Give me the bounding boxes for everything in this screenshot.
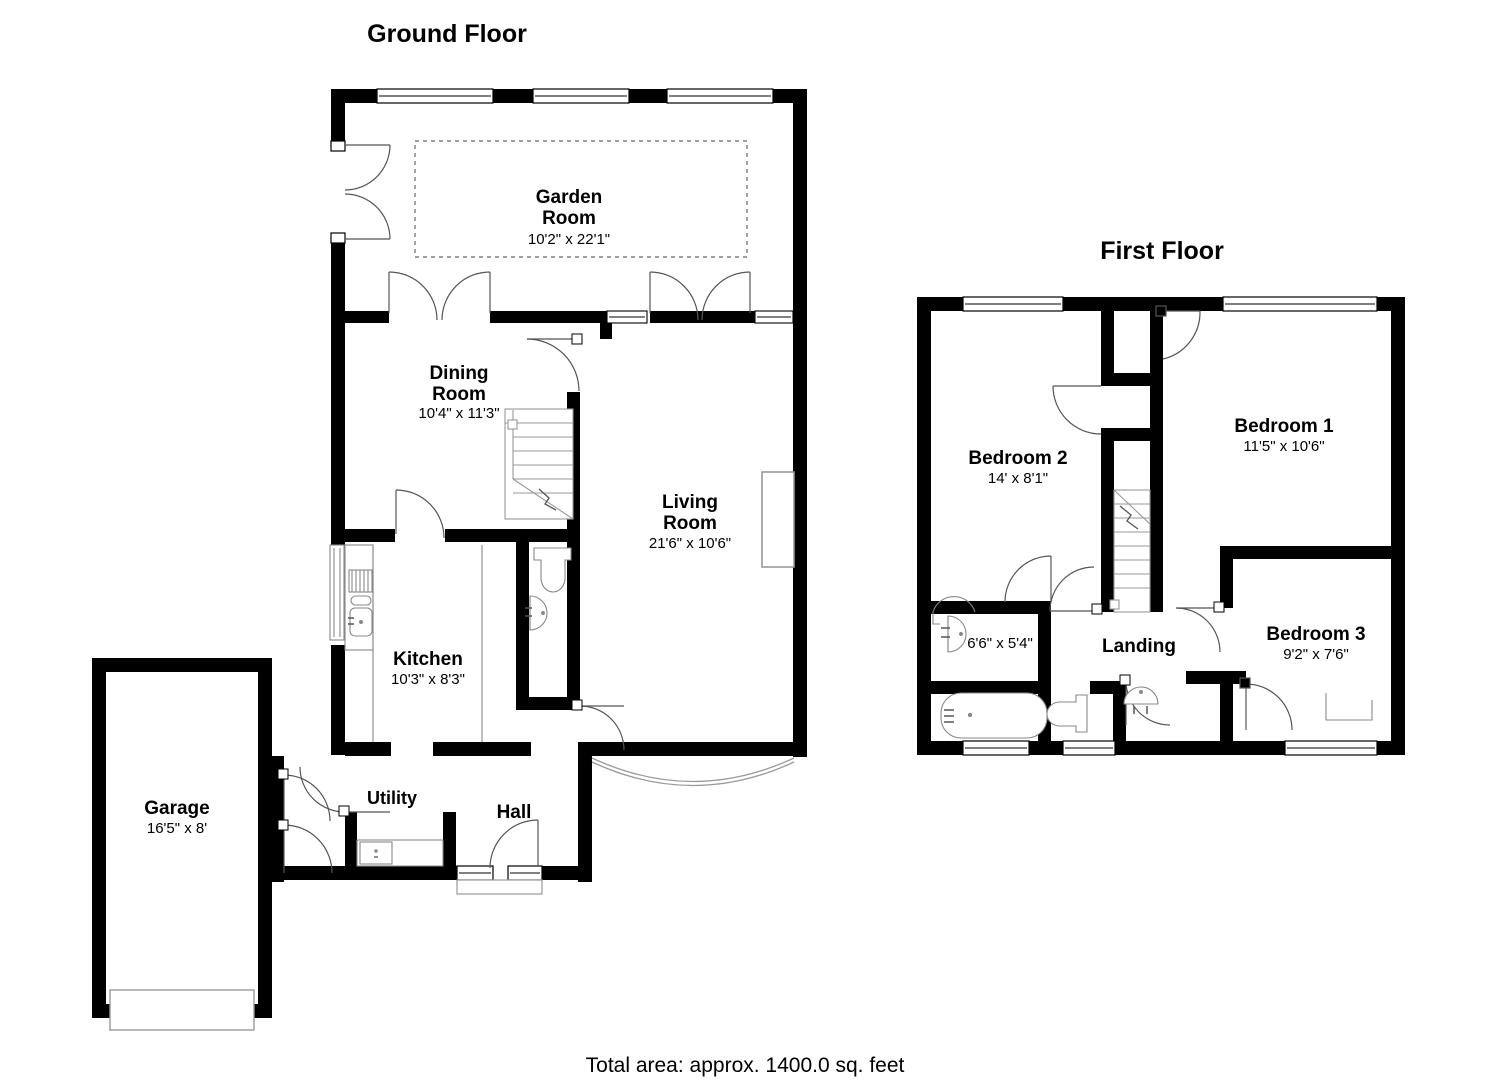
wc-door xyxy=(571,699,625,751)
label-kitchen: Kitchen xyxy=(393,649,463,670)
basin-icon xyxy=(525,595,548,631)
label-landing: Landing xyxy=(1102,636,1176,657)
total-area-footer: Total area: approx. 1400.0 sq. feet xyxy=(586,1054,905,1077)
label-garage-dim: 16'5" x 8' xyxy=(147,820,207,837)
wc-fixtures-ground xyxy=(525,547,572,631)
label-bedroom2: Bedroom 2 xyxy=(968,448,1067,469)
label-living-room-line1: Living xyxy=(662,492,718,513)
basin-icon-first xyxy=(1123,686,1159,714)
first-floor-windows xyxy=(962,296,1378,756)
kitchen-fixtures xyxy=(329,544,483,742)
label-utility: Utility xyxy=(367,788,417,808)
label-bedroom3: Bedroom 3 xyxy=(1266,624,1365,645)
ground-floor-walls xyxy=(270,89,807,882)
label-dining-room-dim: 10'4" x 11'3" xyxy=(418,405,499,422)
ground-floor-top-windows xyxy=(376,88,774,104)
garage-walls xyxy=(92,658,272,1018)
label-living-room-line2: Room xyxy=(663,513,717,534)
bedroom3-storage xyxy=(1325,693,1373,721)
toilet-icon xyxy=(533,547,572,593)
bathtub-icon xyxy=(940,692,1048,739)
label-bedroom1: Bedroom 1 xyxy=(1234,416,1334,437)
label-bedroom2-dim: 14' x 8'1" xyxy=(988,470,1048,487)
garage-door xyxy=(109,989,255,1031)
first-floor-labels: Bedroom 1 11'5" x 10'6" Bedroom 2 14' x … xyxy=(967,416,1365,663)
label-living-room-dim: 21'6" x 10'6" xyxy=(649,535,731,552)
garden-room-side-windows xyxy=(606,310,794,324)
label-garden-room-dim: 10'2" x 22'1" xyxy=(528,231,610,248)
utility-sink-icon xyxy=(359,841,393,865)
staircase-ground xyxy=(504,408,574,520)
label-garden-room-line1: Garden xyxy=(536,187,603,208)
bath-basin-icon xyxy=(941,615,967,653)
label-kitchen-dim: 10'3" x 8'3" xyxy=(391,671,465,688)
window-bedroom1-top xyxy=(1222,296,1378,312)
kitchen-door xyxy=(395,489,445,539)
bathroom-fixtures xyxy=(932,596,1048,739)
label-garage: Garage xyxy=(144,798,209,819)
wc-fixtures-first xyxy=(1046,686,1159,733)
window-wc-bottom xyxy=(1062,740,1116,756)
window-garden-3 xyxy=(666,88,774,104)
french-doors-garden-room xyxy=(330,140,391,244)
living-room-bay-window xyxy=(591,757,795,787)
utility-doors xyxy=(277,766,390,874)
first-floor-doors xyxy=(1004,305,1293,731)
label-hall: Hall xyxy=(497,802,532,823)
first-floor-walls xyxy=(917,297,1405,755)
window-bedroom3-bottom xyxy=(1284,740,1378,756)
living-room-recess xyxy=(761,471,795,568)
garden-room-double-doors xyxy=(388,271,751,321)
utility-fixtures xyxy=(356,839,444,867)
hob-icon xyxy=(348,569,373,593)
dining-room-door xyxy=(526,333,583,392)
ground-floor-title: Ground Floor xyxy=(367,20,527,48)
toilet-icon-first xyxy=(1046,694,1088,733)
first-floor-title: First Floor xyxy=(1100,237,1224,265)
window-bedroom2-top xyxy=(962,296,1064,312)
label-dining-room-line1: Dining xyxy=(429,363,488,384)
staircase-first xyxy=(1109,489,1151,613)
hall-front-door xyxy=(456,819,543,895)
sink-icon xyxy=(348,607,373,637)
window-garden-2 xyxy=(532,88,630,104)
label-bedroom3-dim: 9'2" x 7'6" xyxy=(1283,646,1349,663)
label-dining-room-line2: Room xyxy=(432,384,486,405)
window-bathroom-bottom xyxy=(962,740,1030,756)
ground-floor-labels: Garden Room 10'2" x 22'1" Dining Room 10… xyxy=(144,187,731,837)
label-bathroom-dim: 6'6" x 5'4" xyxy=(967,635,1033,652)
window-garden-1 xyxy=(376,88,494,104)
label-bedroom1-dim: 11'5" x 10'6" xyxy=(1243,438,1324,455)
label-garden-room-line2: Room xyxy=(542,208,596,229)
